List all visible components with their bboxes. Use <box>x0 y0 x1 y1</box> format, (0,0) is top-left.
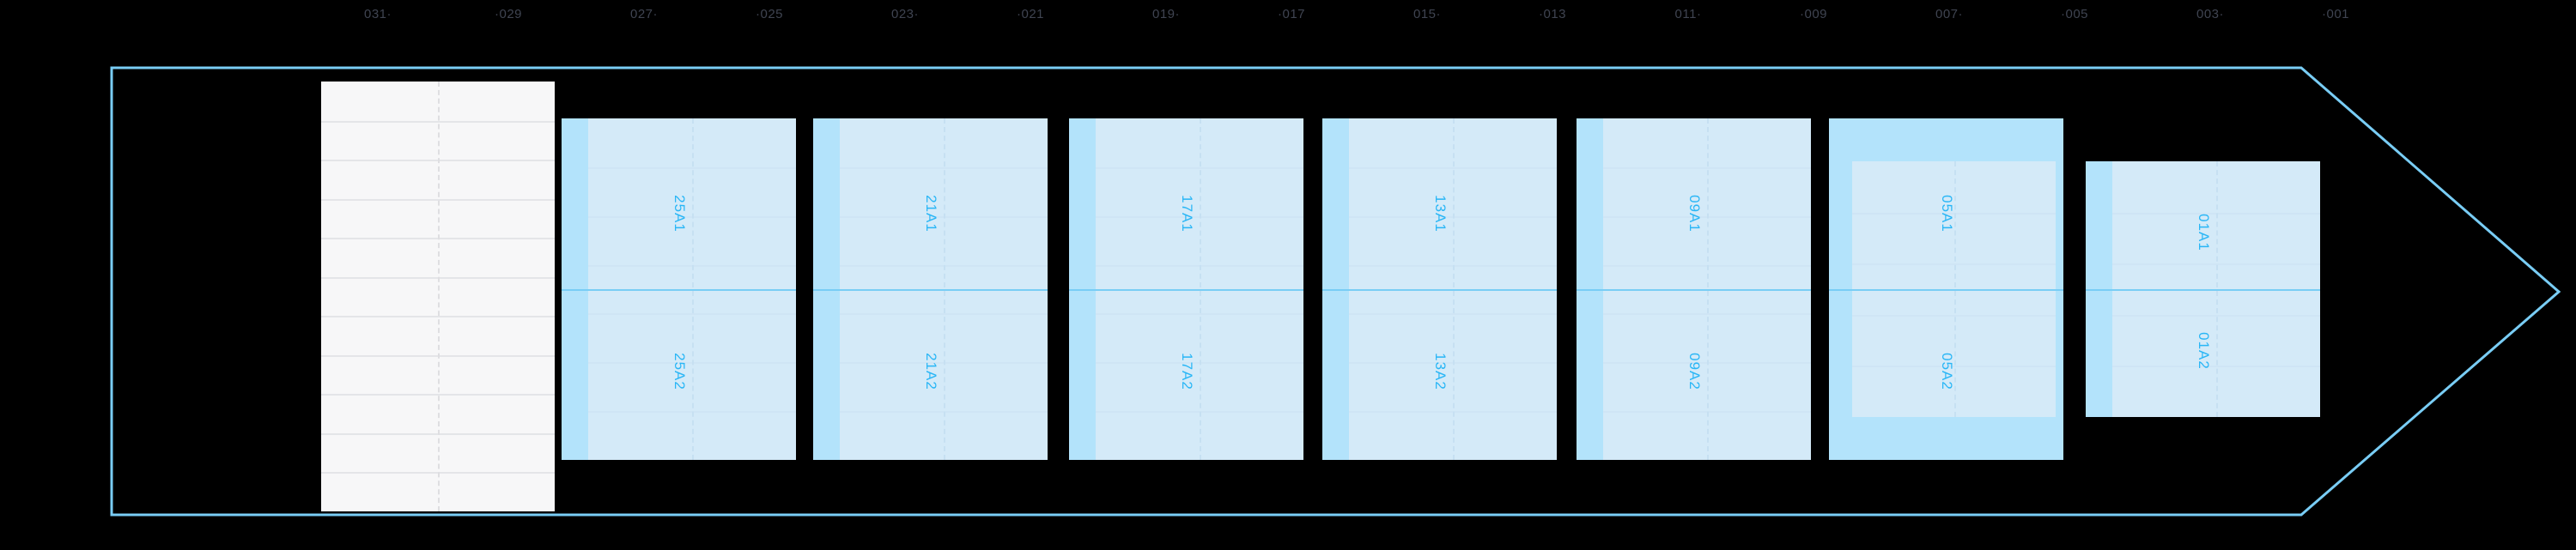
bay-05-row-line <box>1852 263 2056 265</box>
bay-tick-029: ·029 <box>494 7 523 21</box>
bay-tick-019: 019· <box>1151 7 1181 21</box>
bay-17-label-a1: 17A1 <box>1178 195 1195 233</box>
accommodation-center-divider <box>438 82 440 511</box>
bay-09-label-a1: 09A1 <box>1686 195 1703 233</box>
bay-05-row-line <box>1852 315 2056 317</box>
bay-09-label-a2: 09A2 <box>1686 353 1703 390</box>
bay-tick-027: 027· <box>629 7 659 21</box>
bay-09-tier-split <box>1577 289 1811 291</box>
bay-21-tier-split <box>813 289 1048 291</box>
bay-25-label-a2: 25A2 <box>671 353 688 390</box>
bay-01-label-a2: 01A2 <box>2195 332 2212 370</box>
bay-01[interactable]: 01A1 01A2 <box>2086 161 2320 417</box>
bay-tick-023: 023· <box>890 7 920 21</box>
bay-tick-013: ·013 <box>1538 7 1567 21</box>
bay-25-tier-split <box>562 289 796 291</box>
bay-tick-021: ·021 <box>1016 7 1045 21</box>
bay-21-label-a1: 21A1 <box>922 195 939 233</box>
bay-13-label-a2: 13A2 <box>1431 353 1449 390</box>
bay-tick-007: 007· <box>1935 7 1964 21</box>
bay-05-row-line <box>1852 366 2056 367</box>
bay-05-label-a1: 05A1 <box>1938 195 1955 233</box>
bay-01-tier-split <box>2086 289 2320 291</box>
bay-05-label-a2: 05A2 <box>1938 353 1955 390</box>
bay-21[interactable]: 21A1 21A2 <box>813 118 1048 460</box>
bay-tick-003: 003· <box>2196 7 2225 21</box>
bay-05-tier-split <box>1829 289 2063 291</box>
bay-01-label-a1: 01A1 <box>2195 214 2212 251</box>
bay-17-label-a2: 17A2 <box>1178 353 1195 390</box>
bay-tick-001: ·001 <box>2321 7 2350 21</box>
bay-13-label-a1: 13A1 <box>1431 195 1449 233</box>
bay-tick-015: 015· <box>1413 7 1442 21</box>
bay-number-ruler: 031· ·029 027· ·025 023· ·021 019· ·017 015· ·013… <box>0 0 2576 31</box>
bay-tick-017: ·017 <box>1277 7 1306 21</box>
bay-tick-009: ·009 <box>1799 7 1828 21</box>
bay-17-tier-split <box>1069 289 1303 291</box>
bay-tick-005: ·005 <box>2060 7 2089 21</box>
bay-tick-025: ·025 <box>755 7 784 21</box>
bay-tick-031: 031· <box>363 7 392 21</box>
bay-21-label-a2: 21A2 <box>922 353 939 390</box>
bay-05[interactable]: 05A1 05A2 <box>1829 118 2063 460</box>
bay-tick-011: 011· <box>1674 7 1702 21</box>
accommodation-block[interactable] <box>321 82 555 511</box>
bay-13[interactable]: 13A1 13A2 <box>1322 118 1557 460</box>
bay-09[interactable]: 09A1 09A2 <box>1577 118 1811 460</box>
bay-17[interactable]: 17A1 17A2 <box>1069 118 1303 460</box>
bay-25[interactable]: 25A1 25A2 <box>562 118 796 460</box>
bay-05-row-line <box>1852 213 2056 215</box>
bay-25-label-a1: 25A1 <box>671 195 688 233</box>
bay-13-tier-split <box>1322 289 1557 291</box>
